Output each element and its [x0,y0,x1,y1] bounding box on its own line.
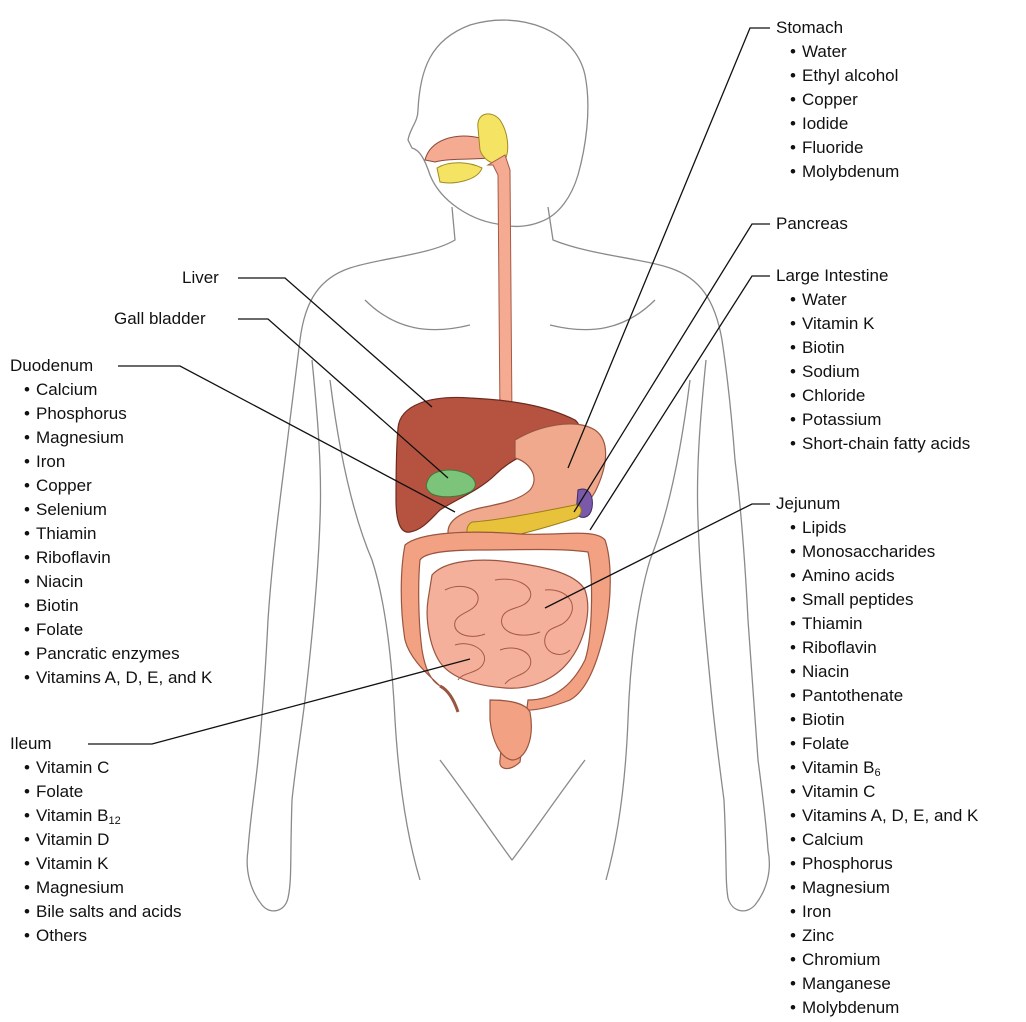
list-item: Phosphorus [24,402,212,426]
list-item-vitamin-b12: Vitamin B12 [24,804,182,828]
stomach-nutrient-list: Water Ethyl alcohol Copper Iodide Fluori… [776,40,899,184]
label-jejunum: Jejunum Lipids Monosaccharides Amino aci… [776,492,978,1020]
list-item: Chloride [790,384,970,408]
large-intestine-nutrient-list: Water Vitamin K Biotin Sodium Chloride P… [776,288,970,456]
label-gall-bladder: Gall bladder [114,307,206,331]
vitamin-b12-text: Vitamin B [36,806,108,825]
list-item: Riboflavin [24,546,212,570]
list-item: Water [790,288,970,312]
duodenum-nutrient-list: Calcium Phosphorus Magnesium Iron Copper… [10,378,212,690]
vitamin-b6-text: Vitamin B [802,758,874,777]
list-item: Chromium [790,948,978,972]
label-duodenum: Duodenum Calcium Phosphorus Magnesium Ir… [10,354,212,690]
list-item: Vitamin C [790,780,978,804]
leader-line-large-intestine [590,276,770,530]
list-item: Small peptides [790,588,978,612]
rectum [490,700,531,760]
list-item: Lipids [790,516,978,540]
list-item: Bile salts and acids [24,900,182,924]
list-item: Vitamin K [24,852,182,876]
label-pancreas: Pancreas [776,212,848,236]
label-liver-title: Liver [182,266,219,290]
list-item: Pantothenate [790,684,978,708]
list-item: Amino acids [790,564,978,588]
list-item: Zinc [790,924,978,948]
list-item: Molybdenum [790,996,978,1020]
label-duodenum-title: Duodenum [10,354,212,378]
label-jejunum-title: Jejunum [776,492,978,516]
label-large-intestine-title: Large Intestine [776,264,970,288]
list-item: Selenium [24,498,212,522]
list-item: Sodium [790,360,970,384]
label-ileum: Ileum Vitamin C Folate Vitamin B12 Vitam… [10,732,182,948]
list-item: Iodide [790,112,899,136]
list-item: Vitamins A, D, E, and K [24,666,212,690]
list-item: Biotin [790,336,970,360]
jejunum-nutrient-list: Lipids Monosaccharides Amino acids Small… [776,516,978,1020]
list-item: Fluoride [790,136,899,160]
list-item: Phosphorus [790,852,978,876]
appendix [440,686,458,712]
leader-line-liver [238,278,432,407]
list-item: Magnesium [24,426,212,450]
label-stomach: Stomach Water Ethyl alcohol Copper Iodid… [776,16,899,184]
list-item: Folate [24,780,182,804]
body-outline [247,20,769,911]
list-item: Iron [790,900,978,924]
gall-bladder [426,470,475,497]
list-item: Ethyl alcohol [790,64,899,88]
list-item: Magnesium [790,876,978,900]
list-item: Biotin [790,708,978,732]
vitamin-b6-subscript: 6 [874,767,880,779]
vitamin-b12-subscript: 12 [108,815,120,827]
list-item: Niacin [24,570,212,594]
list-item-vitamin-b6: Vitamin B6 [790,756,978,780]
label-pancreas-title: Pancreas [776,212,848,236]
list-item: Calcium [24,378,212,402]
label-large-intestine: Large Intestine Water Vitamin K Biotin S… [776,264,970,456]
list-item: Short-chain fatty acids [790,432,970,456]
list-item: Pancratic enzymes [24,642,212,666]
ileum-nutrient-list: Vitamin C Folate Vitamin B12 Vitamin D V… [10,756,182,948]
list-item: Copper [790,88,899,112]
list-item: Calcium [790,828,978,852]
list-item: Niacin [790,660,978,684]
list-item: Potassium [790,408,970,432]
label-ileum-title: Ileum [10,732,182,756]
list-item: Folate [24,618,212,642]
list-item: Biotin [24,594,212,618]
list-item: Vitamin K [790,312,970,336]
list-item: Magnesium [24,876,182,900]
list-item: Iron [24,450,212,474]
list-item: Copper [24,474,212,498]
list-item: Molybdenum [790,160,899,184]
list-item: Folate [790,732,978,756]
list-item: Manganese [790,972,978,996]
list-item: Vitamin C [24,756,182,780]
list-item: Vitamins A, D, E, and K [790,804,978,828]
label-liver: Liver [182,266,219,290]
label-gall-bladder-title: Gall bladder [114,307,206,331]
list-item: Vitamin D [24,828,182,852]
list-item: Thiamin [24,522,212,546]
list-item: Thiamin [790,612,978,636]
list-item: Water [790,40,899,64]
esophagus [488,155,512,420]
label-stomach-title: Stomach [776,16,899,40]
leader-line-stomach [568,28,770,468]
list-item: Monosaccharides [790,540,978,564]
list-item: Riboflavin [790,636,978,660]
list-item: Others [24,924,182,948]
